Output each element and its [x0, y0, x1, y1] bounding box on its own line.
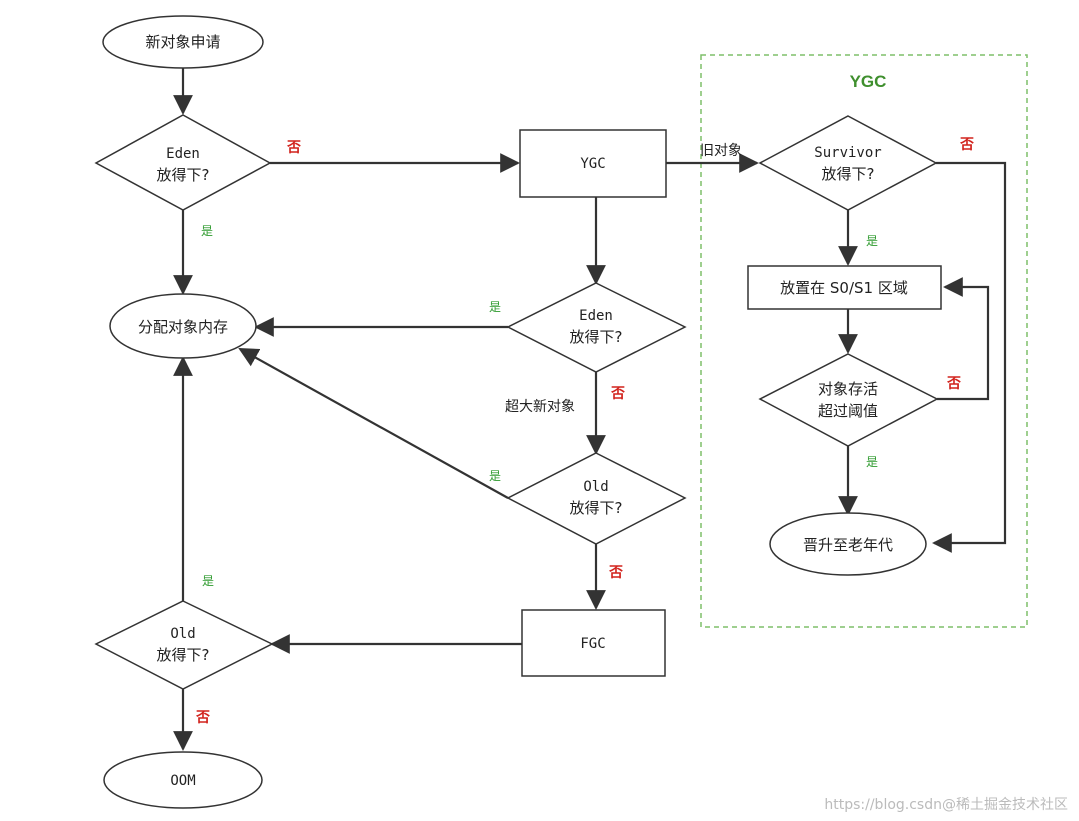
label-survive-line1: 对象存活 — [818, 380, 878, 398]
edge-old1-allocate — [238, 348, 509, 499]
edge-label-survive-no: 否 — [946, 376, 961, 392]
edge-label-huge-new-object: 超大新对象 — [505, 399, 575, 415]
label-ygc-box: YGC — [580, 156, 605, 172]
label-oom: OOM — [170, 773, 195, 789]
ygc-group-border — [700, 54, 1028, 628]
node-eden-check-2 — [506, 282, 687, 373]
label-eden1-line1: Eden — [166, 146, 200, 162]
node-survive-threshold — [758, 353, 939, 447]
label-fgc-box: FGC — [580, 636, 605, 652]
label-survivor-line2: 放得下? — [822, 165, 875, 183]
edge-label-eden2-yes: 是 — [489, 300, 501, 314]
label-eden2-line1: Eden — [579, 308, 613, 324]
node-survivor-check — [758, 115, 938, 211]
node-allocate-memory — [109, 293, 257, 359]
edge-label-eden1-no: 否 — [286, 140, 301, 156]
node-ygc-box — [519, 129, 667, 198]
edge-survive-place-loop — [937, 277, 990, 401]
edge-survivor-promote — [932, 161, 1007, 553]
label-old1-line1: Old — [583, 479, 608, 495]
node-promote-old — [769, 512, 927, 576]
edge-label-old1-yes: 是 — [489, 469, 501, 483]
label-new-object-request: 新对象申请 — [145, 33, 220, 51]
node-old-check-2 — [94, 600, 274, 690]
label-survivor-line1: Survivor — [814, 145, 881, 161]
node-place-s0-s1 — [747, 265, 942, 310]
node-oom — [103, 751, 263, 809]
label-promote-old: 晋升至老年代 — [803, 536, 893, 554]
label-old2-line2: 放得下? — [157, 646, 210, 664]
node-old-check-1 — [506, 452, 687, 545]
label-allocate-memory: 分配对象内存 — [138, 318, 228, 336]
node-new-object-request — [102, 15, 264, 69]
label-old2-line1: Old — [170, 626, 195, 642]
edge-label-old2-no: 否 — [195, 710, 210, 726]
watermark: https://blog.csdn@稀土掘金技术社区 — [824, 797, 1068, 813]
edge-label-eden1-yes: 是 — [201, 224, 213, 238]
label-place-s0-s1: 放置在 S0/S1 区域 — [780, 279, 908, 297]
node-eden-check-1 — [94, 114, 272, 211]
node-fgc-box — [521, 609, 666, 677]
label-eden1-line2: 放得下? — [157, 166, 210, 184]
label-old1-line2: 放得下? — [570, 499, 623, 517]
edge-label-survivor-no: 否 — [959, 137, 974, 153]
label-survive-line2: 超过阈值 — [818, 402, 878, 420]
ygc-group-title: YGC — [850, 72, 887, 91]
edge-label-eden2-no: 否 — [610, 386, 625, 402]
edge-label-survive-yes: 是 — [866, 455, 878, 469]
edge-label-old1-no: 否 — [608, 565, 623, 581]
edge-label-old2-yes: 是 — [202, 574, 214, 588]
edge-label-old-object: 旧对象 — [700, 143, 742, 159]
edge-label-survivor-yes: 是 — [866, 234, 878, 248]
label-eden2-line2: 放得下? — [570, 328, 623, 346]
